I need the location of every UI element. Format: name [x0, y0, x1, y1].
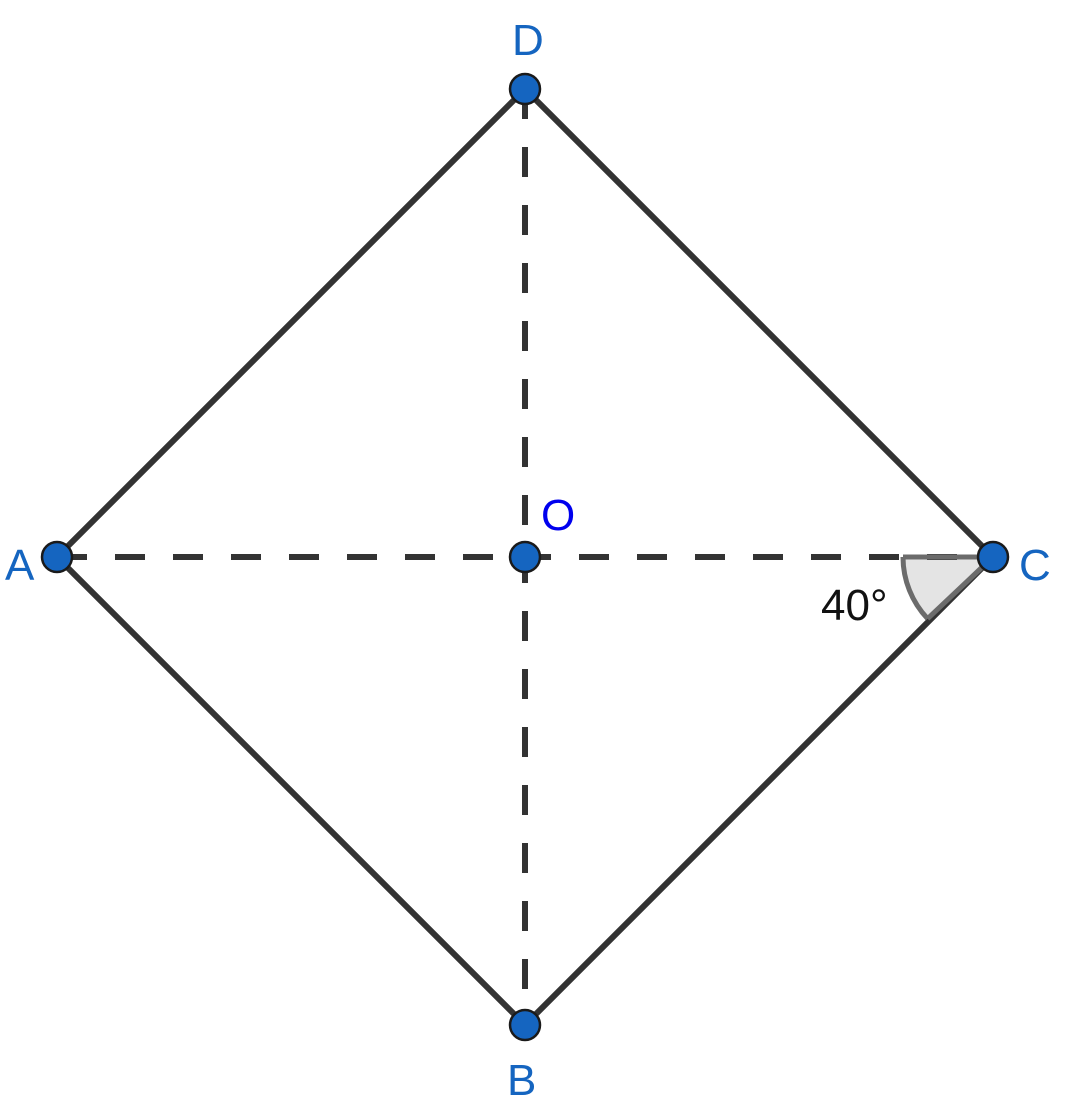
side-ad — [54, 86, 528, 560]
label-b: B — [507, 1056, 536, 1105]
side-cb — [522, 554, 996, 1028]
label-d: D — [512, 16, 544, 65]
side-dc — [522, 86, 996, 560]
side-ba — [54, 554, 528, 1028]
point-b[interactable] — [508, 1008, 542, 1042]
label-o: O — [541, 491, 575, 540]
point-a[interactable] — [40, 540, 74, 574]
point-d[interactable] — [508, 72, 542, 106]
angle-c-sector — [903, 557, 993, 619]
angle-c-label: 40° — [821, 581, 888, 630]
angle-c-arc — [900, 556, 930, 621]
point-o[interactable] — [508, 540, 542, 574]
label-a: A — [5, 541, 35, 590]
point-c[interactable] — [976, 540, 1010, 574]
label-c: C — [1019, 541, 1051, 590]
